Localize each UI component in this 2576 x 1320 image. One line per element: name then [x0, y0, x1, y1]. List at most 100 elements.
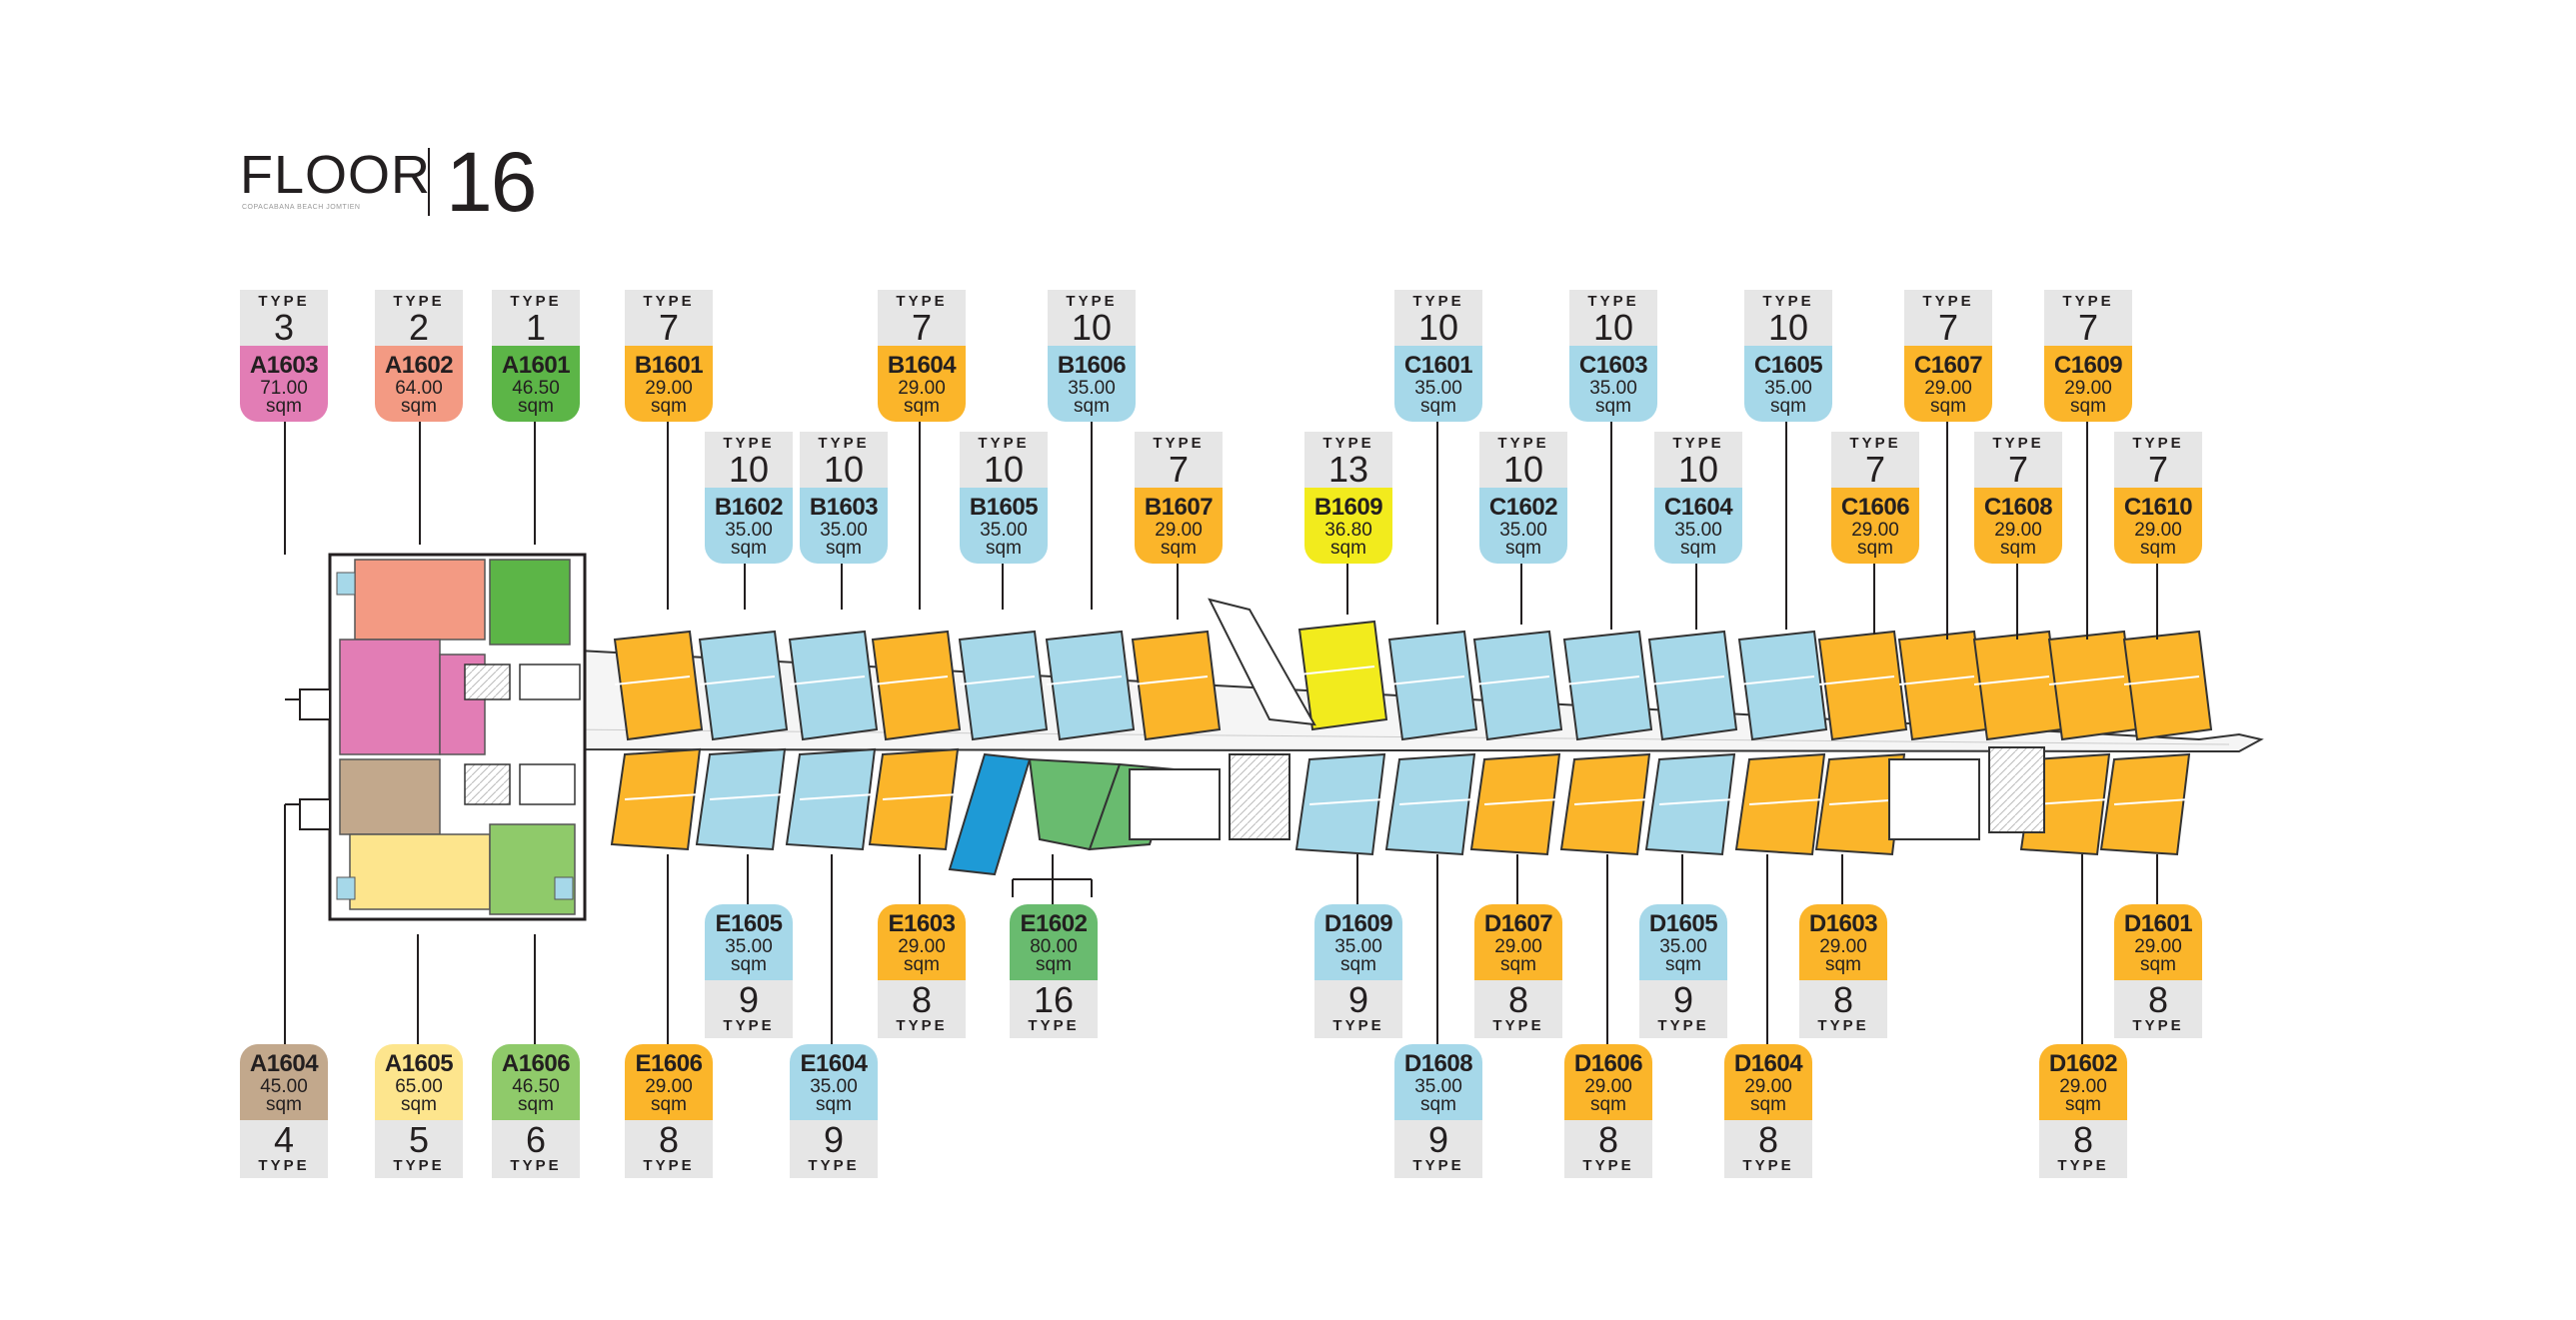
- top-unit-shape: [1817, 630, 1908, 741]
- bottom-unit-shape: [1469, 752, 1561, 856]
- bottom-unit-shape: [1559, 752, 1651, 856]
- top-unit-shape-wall: [614, 675, 691, 685]
- type-word: TYPE: [1153, 435, 1205, 452]
- bottom-unit-shape-wall: [1658, 798, 1735, 805]
- unit-area: 29.00: [898, 936, 946, 957]
- top-unit-shape: [1972, 630, 2063, 741]
- area-unit: sqm: [1505, 538, 1541, 559]
- type-word: TYPE: [1332, 1017, 1384, 1034]
- type-word: TYPE: [1742, 1157, 1794, 1174]
- unit-code: A1606: [501, 1050, 571, 1077]
- unit-area: 29.00: [1994, 520, 2042, 541]
- unit-code: D1606: [1573, 1050, 1643, 1077]
- project-subtitle: COPACABANA BEACH JOMTIEN: [242, 204, 361, 211]
- unit-area: 29.00: [1155, 520, 1203, 541]
- area-unit: sqm: [731, 538, 767, 559]
- area-unit: sqm: [401, 1094, 437, 1115]
- type-word: TYPE: [808, 1157, 860, 1174]
- top-unit-shape-wall: [1473, 675, 1550, 685]
- area-unit: sqm: [1750, 1094, 1786, 1115]
- area-unit: sqm: [1340, 954, 1376, 975]
- service-cores: [1129, 598, 2045, 840]
- top-unit-shape-wall: [1973, 675, 2050, 685]
- top-unit-shape-wall: [699, 675, 776, 685]
- top-unit-shape-wall: [2048, 675, 2125, 685]
- unit-area: 35.00: [725, 936, 773, 957]
- area-unit: sqm: [1074, 396, 1110, 417]
- type-number: 10: [1592, 307, 1634, 348]
- area-unit: sqm: [731, 954, 767, 975]
- area-unit: sqm: [2140, 954, 2176, 975]
- type-word: TYPE: [723, 435, 775, 452]
- bottom-unit-shape-wall: [1308, 798, 1385, 805]
- unit-code: B1604: [887, 352, 957, 379]
- unit-code: A1601: [501, 352, 571, 379]
- unit-area: 35.00: [810, 1076, 858, 1097]
- top-unit-shape-wall: [1298, 665, 1375, 675]
- top-unit-shape: [871, 630, 962, 741]
- top-unit-shape: [1897, 630, 1988, 741]
- area-unit: sqm: [1930, 396, 1966, 417]
- bottom-unit-shape: [2099, 752, 2191, 856]
- type-number: 5: [408, 1119, 430, 1160]
- type-number: 9: [1347, 979, 1369, 1020]
- type-word: TYPE: [1582, 1157, 1634, 1174]
- area-unit: sqm: [1680, 538, 1716, 559]
- type-number: 7: [658, 307, 680, 348]
- area-unit: sqm: [2070, 396, 2106, 417]
- unit-area: 35.00: [1068, 378, 1116, 399]
- type-word: TYPE: [2132, 435, 2184, 452]
- type-number: 9: [823, 1119, 845, 1160]
- top-unit-shape-wall: [872, 675, 949, 685]
- bottom-unit-shape-wall: [1398, 798, 1475, 805]
- type-number: 8: [2072, 1119, 2094, 1160]
- area-unit: sqm: [1590, 1094, 1626, 1115]
- unit-area: 45.00: [260, 1076, 308, 1097]
- type-word: TYPE: [1412, 1157, 1464, 1174]
- unit-code: D1605: [1648, 910, 1718, 937]
- type-word: TYPE: [393, 293, 445, 310]
- unit-code: D1601: [2123, 910, 2193, 937]
- unit-area: 46.50: [512, 1076, 560, 1097]
- type-word: TYPE: [1322, 435, 1374, 452]
- type-number: 8: [1597, 1119, 1619, 1160]
- title-divider: [428, 148, 430, 216]
- unit-area: 35.00: [1659, 936, 1707, 957]
- top-unit-shape-wall: [959, 675, 1036, 685]
- type-word: TYPE: [818, 435, 870, 452]
- unit-area: 65.00: [395, 1076, 443, 1097]
- unit-code: A1603: [249, 352, 319, 379]
- unit-area: 35.00: [725, 520, 773, 541]
- unit-area: 29.00: [645, 1076, 693, 1097]
